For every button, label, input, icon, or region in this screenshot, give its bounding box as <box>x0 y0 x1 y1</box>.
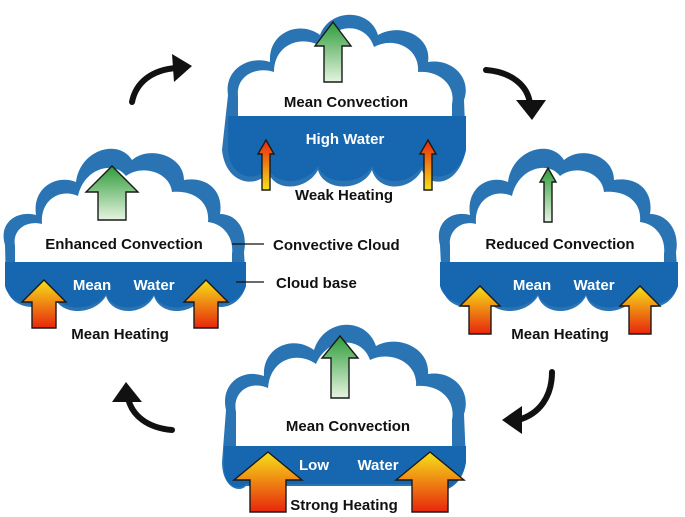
convection-arrow-top <box>313 20 353 83</box>
heating-arrow-top-left <box>256 138 276 191</box>
cloud-bottom: Mean Convection Low Water Strong Heating <box>222 324 466 514</box>
cloud-left: Enhanced Convection Mean Water Mean Heat… <box>3 148 246 343</box>
cloud-top: Mean Convection High Water Weak Heating <box>222 14 466 204</box>
cloud-right-water-right-label: Water <box>573 277 614 294</box>
cloud-left-water <box>5 262 246 308</box>
cloud-left-water-left-label: Mean <box>73 277 111 294</box>
cloud-top-convection-label: Mean Convection <box>284 94 408 111</box>
cloud-bottom-heating-label: Strong Heating <box>290 497 398 514</box>
legend: Convective Cloud Cloud base <box>232 237 400 292</box>
cycle-arrow-top-right <box>483 67 546 120</box>
cloud-bottom-convection-label: Mean Convection <box>286 418 410 435</box>
heating-arrow-left-left <box>20 279 68 329</box>
cloud-left-convection-label: Enhanced Convection <box>45 236 203 253</box>
cloud-right-water-left-label: Mean <box>513 277 551 294</box>
heating-arrow-right-right <box>618 285 662 335</box>
cycle-arrow-bottom-left <box>112 382 175 433</box>
convection-arrow-bottom <box>320 334 360 399</box>
cloud-bottom-water-right-label: Water <box>357 457 398 474</box>
heating-arrow-bottom-left <box>232 451 304 513</box>
convection-arrow-left <box>84 165 140 221</box>
cloud-right-heating-label: Mean Heating <box>511 326 609 343</box>
heating-arrow-bottom-right <box>394 451 466 513</box>
convection-arrow-right <box>538 166 558 223</box>
cloud-right-water <box>440 262 678 308</box>
legend-cloud-base: Cloud base <box>276 275 357 292</box>
heating-arrow-left-right <box>182 279 230 329</box>
cycle-arrow-top-left <box>129 54 192 105</box>
cloud-top-heating-label: Weak Heating <box>295 187 393 204</box>
cloud-left-water-right-label: Water <box>133 277 174 294</box>
cloud-top-water-label: High Water <box>306 131 385 148</box>
legend-convective-cloud: Convective Cloud <box>273 237 400 254</box>
heating-arrow-top-right <box>418 138 438 191</box>
cloud-top-water <box>228 116 466 181</box>
cloud-right-convection-label: Reduced Convection <box>485 236 634 253</box>
cycle-arrow-bottom-right <box>502 369 555 434</box>
cloud-left-heating-label: Mean Heating <box>71 326 169 343</box>
cloud-right: Reduced Convection Mean Water Mean Heati… <box>438 148 678 343</box>
cloud-bottom-water-left-label: Low <box>299 457 329 474</box>
heating-arrow-right-left <box>458 285 502 335</box>
